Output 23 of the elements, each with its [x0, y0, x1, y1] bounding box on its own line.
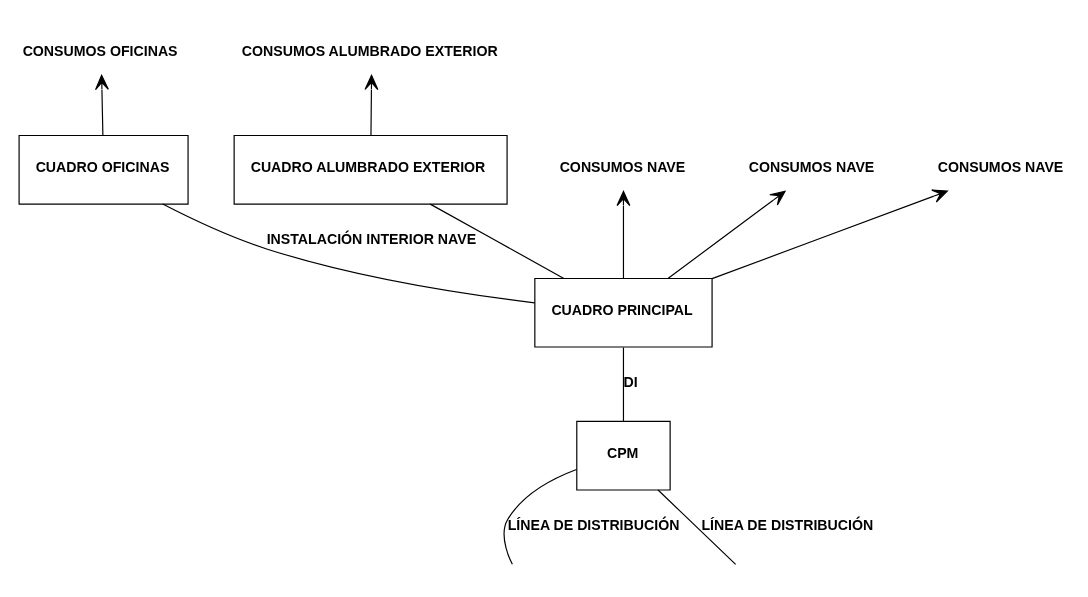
arrow	[616, 190, 631, 279]
edge-label: LÍNEA DE DISTRIBUCIÓN	[507, 516, 680, 533]
connector	[622, 346, 625, 422]
arrow	[94, 74, 109, 136]
node-box: CUADRO ALUMBRADO EXTERIOR	[233, 134, 508, 205]
connector	[657, 488, 737, 565]
node-text: CONSUMOS NAVE	[937, 158, 1064, 175]
node-text: CONSUMOS NAVE	[748, 158, 875, 175]
arrow	[667, 190, 786, 279]
node-box: CUADRO OFICINAS	[18, 134, 189, 205]
node-text: CONSUMOS ALUMBRADO EXTERIOR	[241, 42, 498, 59]
node-box: CPM	[576, 420, 671, 491]
edge-label: INSTALACIÓN INTERIOR NAVE	[266, 230, 477, 247]
node-box: CUADRO PRINCIPAL	[534, 277, 713, 348]
edge-label: DI	[623, 373, 638, 390]
connector	[429, 203, 565, 279]
connector	[162, 203, 536, 303]
connector	[503, 468, 578, 565]
node-text: CONSUMOS NAVE	[559, 158, 686, 175]
arrow	[364, 74, 379, 136]
arrow	[711, 189, 948, 279]
node-text: CONSUMOS OFICINAS	[22, 42, 178, 59]
edge-label: LÍNEA DE DISTRIBUCIÓN	[701, 516, 874, 533]
